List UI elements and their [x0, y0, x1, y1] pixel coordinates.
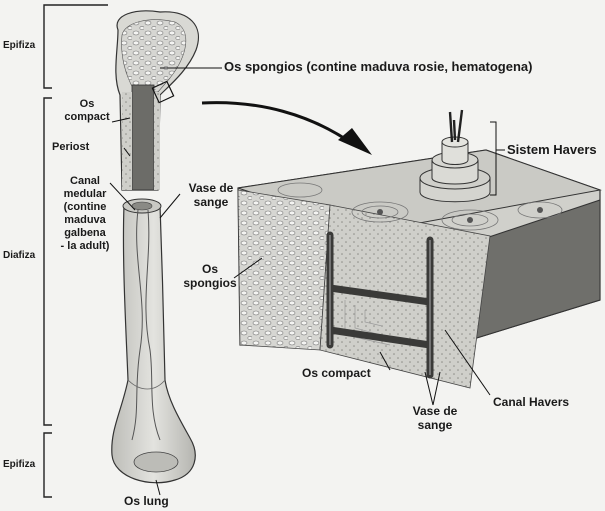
compact-bone-block: [237, 149, 602, 389]
epifiza-bottom-bracket: [43, 432, 52, 498]
periost-label: Periost: [52, 141, 90, 153]
diafiza-label: Diafiza: [3, 250, 36, 261]
os-spongios-top-label: Os spongios (contine maduva rosie, hemat…: [224, 59, 533, 74]
long-bone-upper: [115, 10, 199, 191]
os-lung-label: Os lung: [124, 494, 169, 508]
epifiza-bottom-label: Epifiza: [3, 459, 36, 470]
canal-havers-label: Canal Havers: [493, 395, 570, 409]
epifiza-top-bracket: [43, 4, 108, 89]
sistem-havers-label: Sistem Havers: [507, 142, 597, 157]
diafiza-bracket: [43, 97, 52, 426]
leader-lines: [109, 67, 505, 496]
os-compact-left-label: Os compact: [64, 98, 110, 123]
zoom-arrow: [201, 101, 372, 155]
haversian-system: [419, 109, 491, 203]
canal-medular-label: Canal medular (contine maduva galbena - …: [60, 175, 110, 252]
long-bone-lower: [111, 198, 196, 484]
os-compact-bottom-label: Os compact: [302, 366, 371, 380]
epifiza-top-label: Epifiza: [3, 40, 36, 51]
vase-de-sange-bottom-label: Vase de sange: [412, 404, 458, 432]
vase-de-sange-left-label: Vase de sange: [188, 181, 234, 209]
os-spongios-mid-label: Os spongios: [183, 262, 237, 290]
